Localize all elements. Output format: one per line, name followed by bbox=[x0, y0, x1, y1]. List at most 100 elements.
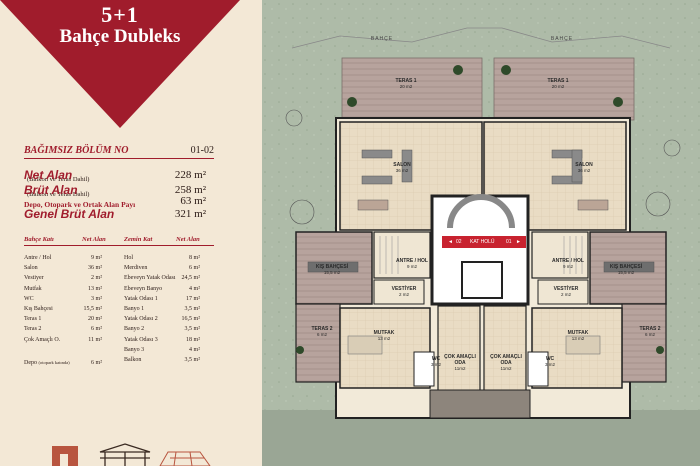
room-area: 11m2 bbox=[454, 366, 466, 371]
table-row: Teras 2 6 m² bbox=[24, 324, 102, 334]
room-area: 15,5 m2 bbox=[323, 270, 341, 275]
room-name: Teras 1 bbox=[24, 316, 42, 323]
area-value: 321 m² bbox=[174, 208, 206, 220]
garden-floor-area-header: Net Alan bbox=[82, 236, 106, 243]
area-label: Depo, Otopark ve Ortak Alan Payı bbox=[24, 200, 136, 209]
room-name: SALON bbox=[393, 162, 411, 168]
area-row: Net Alan(Balkon ve Teras Dahil)228 m² bbox=[24, 168, 206, 186]
table-row: Teras 1 20 m² bbox=[24, 314, 102, 324]
room-name: ANTRE / HOL bbox=[396, 258, 428, 264]
room-area: 4 m² bbox=[189, 346, 200, 353]
room-area: 16,5 m² bbox=[181, 316, 200, 323]
table-row: Çok Amaçlı O.11 m² bbox=[24, 335, 102, 345]
table-row: Merdiven 6 m² bbox=[124, 263, 200, 273]
room-area: 2 m2 bbox=[560, 292, 571, 297]
storage-label: Depo bbox=[24, 360, 37, 366]
room-area: 9 m2 bbox=[406, 264, 417, 269]
area-row: Depo, Otopark ve Ortak Alan Payı 63 m² bbox=[24, 194, 206, 212]
room-name: MUTFAK bbox=[567, 330, 589, 336]
room-name: Ebeveyn Banyo bbox=[124, 285, 163, 292]
room-name: ANTRE / HOL bbox=[552, 258, 584, 264]
house-icon bbox=[52, 446, 78, 466]
room-area: 6 m² bbox=[189, 265, 200, 272]
room-name: WC bbox=[24, 295, 34, 302]
area-note: (Balkon ve Teras Dahil) bbox=[27, 176, 90, 183]
divider bbox=[24, 245, 214, 246]
room-name: TERAS 2 bbox=[639, 326, 661, 332]
title-banner bbox=[0, 0, 240, 128]
room-area: 9 m2 bbox=[562, 264, 573, 269]
area-value: 63 m² bbox=[180, 195, 206, 207]
area-value: 258 m² bbox=[174, 184, 206, 196]
floor-plan-drawing bbox=[262, 0, 700, 466]
room-name: TERAS 1 bbox=[547, 78, 569, 84]
pavilion-icon bbox=[99, 443, 151, 466]
unit-number-label: BAĞIMSIZ BÖLÜM NO bbox=[24, 145, 129, 156]
room-name: MUTFAK bbox=[373, 330, 395, 336]
storage-value: 6 m² bbox=[91, 360, 102, 366]
room-area: 13 m2 bbox=[571, 336, 585, 341]
room-name: Teras 2 bbox=[24, 326, 42, 333]
room-name: KIŞ BAHÇESİ bbox=[609, 264, 643, 270]
table-row: Banyo 3 4 m² bbox=[124, 345, 200, 355]
info-panel: 5+1 Bahçe Dubleks BAĞIMSIZ BÖLÜM NO 01-0… bbox=[0, 0, 262, 466]
room-name: Banyo 1 bbox=[124, 305, 145, 312]
room-area: 15,5 m² bbox=[83, 305, 102, 312]
table-row: WC 3 m² bbox=[24, 294, 102, 304]
storage-note: (otopark katında) bbox=[38, 360, 70, 365]
room-area: 3 m² bbox=[91, 295, 102, 302]
room-name: WC bbox=[431, 356, 441, 362]
room-area: 3 m2 bbox=[430, 362, 441, 367]
room-name: WC bbox=[545, 356, 555, 362]
room-name: Banyo 2 bbox=[124, 326, 145, 333]
room-name: Balkon bbox=[124, 356, 142, 363]
unit-number-row: BAĞIMSIZ BÖLÜM NO 01-02 bbox=[24, 145, 214, 156]
table-row: Balkon 3,5 m² bbox=[124, 355, 200, 365]
room-area: 3 m2 bbox=[544, 362, 555, 367]
room-name: Mutfak bbox=[24, 285, 42, 292]
room-name: Banyo 3 bbox=[124, 346, 145, 353]
area-row: Brüt Alan(Balkon ve Teras Dahil) 258 m² bbox=[24, 183, 206, 201]
room-area: 8 m² bbox=[189, 255, 200, 261]
area-label: Brüt Alan bbox=[24, 183, 78, 197]
room-area: 3,5 m² bbox=[184, 356, 200, 363]
area-value: 228 m² bbox=[174, 169, 206, 181]
room-name: VESTİYER bbox=[553, 286, 579, 292]
room-area: 15,5 m2 bbox=[617, 270, 635, 275]
room-name: Salon bbox=[24, 265, 38, 272]
area-label: Genel Brüt Alan bbox=[24, 207, 115, 221]
room-area: 36 m2 bbox=[395, 168, 409, 173]
hall-left-unit: 02 bbox=[456, 239, 462, 245]
room-area: 20 m² bbox=[88, 316, 102, 323]
room-name: Merdiven bbox=[124, 265, 148, 272]
hall-right-unit: 01 bbox=[506, 239, 512, 245]
room-area: 13 m² bbox=[88, 285, 102, 292]
room-area: 6 m2 bbox=[644, 332, 655, 337]
terrace-icon bbox=[159, 451, 211, 466]
room-area: 2 m² bbox=[91, 275, 102, 282]
unit-type-title: 5+1 bbox=[101, 2, 139, 27]
feature-icons bbox=[52, 443, 211, 466]
room-name: Ebeveyn Yatak Odası bbox=[124, 275, 176, 282]
room-area: 36 m² bbox=[88, 265, 102, 272]
area-note: (Balkon ve Teras Dahil) bbox=[27, 191, 90, 198]
room-area: 6 m² bbox=[91, 326, 102, 333]
